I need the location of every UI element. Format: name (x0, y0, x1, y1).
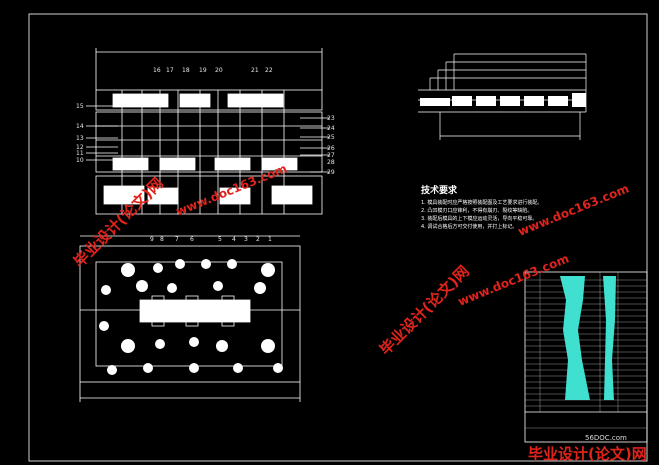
part-label: 3 (244, 236, 248, 243)
parts-list-table (524, 271, 648, 443)
tech-requirement-line: 3. 装配后模具的上下模应运动灵活，导向平稳可靠。 (421, 215, 537, 222)
part-label: 26 (327, 145, 335, 152)
part-label: 23 (327, 115, 335, 122)
part-label: 15 (76, 103, 84, 110)
tech-requirements-title: 技术要求 (421, 184, 458, 196)
part-label: 21 (251, 67, 259, 74)
part-label: 1 (268, 236, 272, 243)
footer-watermark: 毕业设计(论文)网 (528, 445, 647, 463)
part-label: 29 (327, 169, 335, 176)
tech-requirement-line: 2. 凸凹模刃口应锋利，不得有崩刃、裂纹等缺陷。 (421, 207, 532, 214)
part-label: 24 (327, 125, 335, 132)
part-label: 8 (160, 236, 164, 243)
part-label: 7 (175, 236, 179, 243)
part-label: 22 (265, 67, 273, 74)
part-label: 5 (218, 236, 222, 243)
part-labels-top: 16 17 18 19 20 21 22 (153, 67, 273, 74)
part-label: 11 (76, 150, 84, 157)
part-label: 10 (76, 157, 84, 164)
tech-requirement-line: 1. 模具装配时应严格按照装配图及工艺要求进行装配。 (421, 199, 542, 206)
die-plan-view (79, 235, 301, 402)
parts-list-highlight (560, 276, 616, 400)
part-labels-left: 15 14 13 12 11 10 (76, 103, 84, 164)
drawing-frame (28, 13, 648, 462)
part-labels-plan: 9 8 7 6 5 4 3 2 1 (150, 236, 272, 243)
part-labels-right: 23 24 25 26 27 28 29 (327, 115, 335, 176)
part-label: 9 (150, 236, 154, 243)
part-label: 27 (327, 152, 335, 159)
part-label: 14 (76, 123, 84, 130)
part-label: 19 (199, 67, 207, 74)
part-label: 6 (190, 236, 194, 243)
part-label: 20 (215, 67, 223, 74)
tech-requirements: 技术要求 1. 模具装配时应严格按照装配图及工艺要求进行装配。 2. 凸凹模刃口… (421, 184, 542, 230)
part-label: 13 (76, 135, 84, 142)
part-label: 17 (166, 67, 174, 74)
strip-layout (418, 53, 587, 140)
part-label: 18 (182, 67, 190, 74)
watermark-url: www.doc163.com (516, 181, 631, 238)
part-label: 12 (76, 144, 84, 151)
part-label: 25 (327, 134, 335, 141)
part-label: 16 (153, 67, 161, 74)
tech-requirement-line: 4. 调试合格后方可交付使用，并打上标记。 (421, 223, 517, 230)
footer-site: 56DOC.com (585, 434, 627, 442)
part-label: 28 (327, 159, 335, 166)
part-label: 2 (256, 236, 260, 243)
part-label: 4 (232, 236, 236, 243)
die-front-section (86, 48, 330, 215)
watermark-site-text: 毕业设计(论文)网 (376, 262, 473, 359)
